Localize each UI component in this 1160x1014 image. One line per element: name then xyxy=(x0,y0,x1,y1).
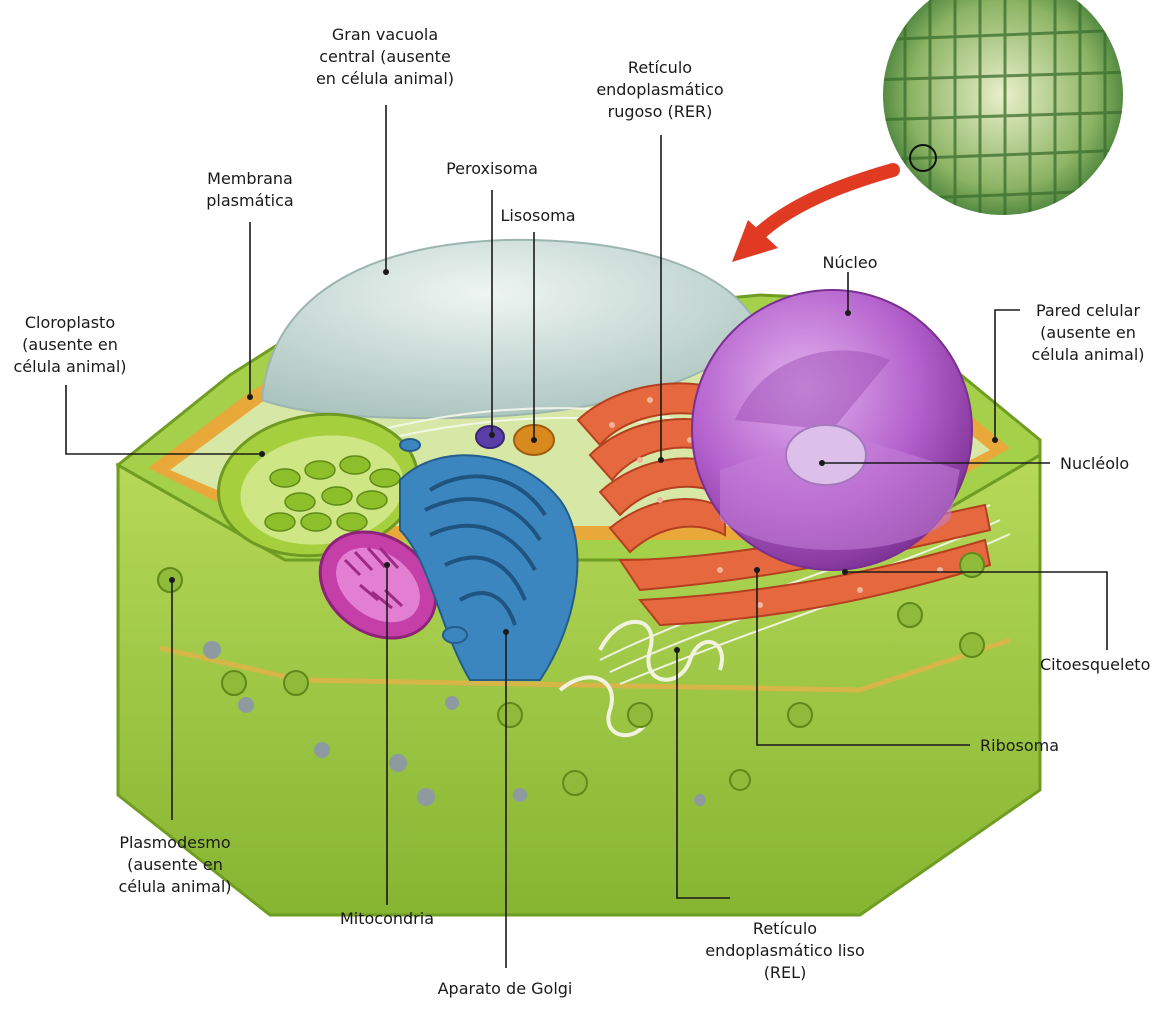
label-citoesqueleto: Citoesqueleto xyxy=(1040,654,1158,676)
label-plasmodesmo: Plasmodesmo (ausente en célula animal) xyxy=(95,832,255,898)
label-cloroplasto: Cloroplasto (ausente en célula animal) xyxy=(5,312,135,378)
red-arrow-icon xyxy=(732,170,893,262)
label-membrana-plasmatica: Membrana plasmática xyxy=(185,168,315,212)
label-ribosoma: Ribosoma xyxy=(980,735,1080,757)
label-pared-celular: Pared celular (ausente en célula animal) xyxy=(1018,300,1158,366)
nucleus xyxy=(692,290,972,570)
cell-body xyxy=(118,240,1040,915)
label-lisosoma: Lisosoma xyxy=(488,205,588,227)
label-reticulo-rugoso: Retículo endoplasmático rugoso (RER) xyxy=(575,57,745,123)
nucleolus xyxy=(786,425,866,485)
label-nucleo: Núcleo xyxy=(800,252,900,274)
label-nucleolo: Nucléolo xyxy=(1060,453,1150,475)
label-mitocondria: Mitocondria xyxy=(322,908,452,930)
micrograph-inset xyxy=(870,0,1130,220)
label-peroxisoma: Peroxisoma xyxy=(432,158,552,180)
label-gran-vacuola: Gran vacuola central (ausente en célula … xyxy=(300,24,470,90)
label-reticulo-liso: Retículo endoplasmático liso (REL) xyxy=(690,918,880,984)
label-aparato-golgi: Aparato de Golgi xyxy=(415,978,595,1000)
